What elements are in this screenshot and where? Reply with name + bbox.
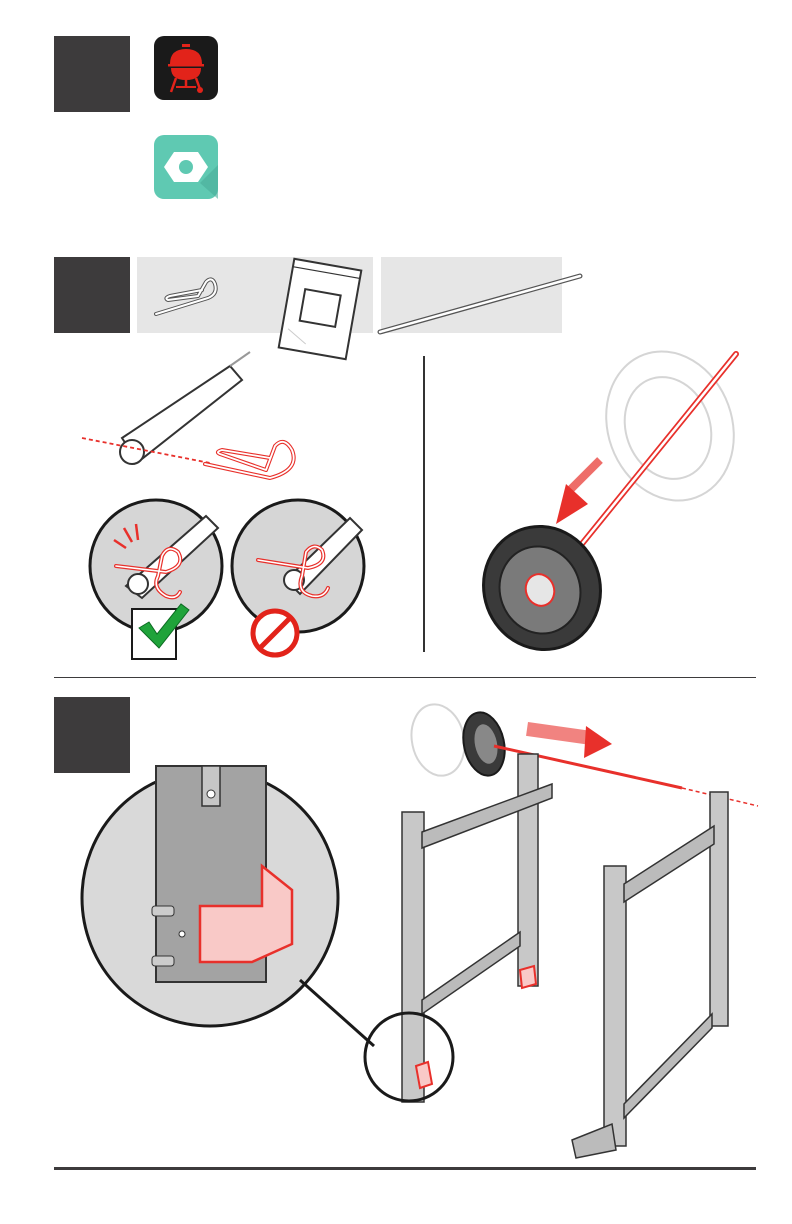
hex-nut-app-icon[interactable] [154,135,218,199]
axle-pin-insertion-illustration [70,358,410,498]
weber-grill-icon-graphic [154,36,218,100]
step-1-box [54,36,130,112]
hex-nut-icon-graphic [154,135,218,199]
step-2-box [54,257,130,333]
section-divider [54,677,756,678]
hair-pin-icon [148,270,228,320]
checkmark-glyph [133,600,189,652]
wheel-axle-illustration [470,348,740,658]
step-3-box [54,697,130,773]
page-bottom-rule [54,1167,756,1170]
checkmark-icon [131,608,177,660]
axle-rod-icon [374,270,589,338]
step-2-divider [423,356,425,652]
foot-callout-circle [362,1010,458,1106]
prohibited-icon [248,606,302,660]
parts-bag-icon [272,258,368,360]
weber-grill-app-icon[interactable] [154,36,218,100]
